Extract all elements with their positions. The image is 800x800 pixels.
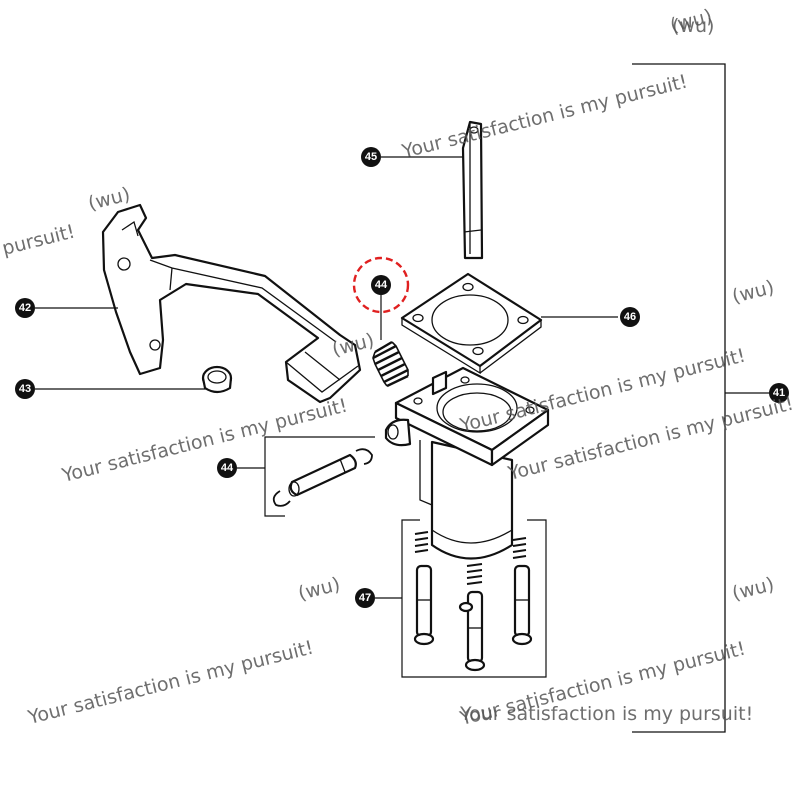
watermark-text: (wu) (730, 276, 776, 308)
part-46-plate (400, 272, 543, 375)
watermark-text: Your satisfaction is my pursuit! (59, 395, 350, 488)
callout-46-label: 46 (624, 311, 636, 323)
callout-45: 45 (361, 147, 381, 167)
bracket-44-lower (264, 436, 375, 517)
callout-42: 42 (15, 298, 35, 318)
callout-41: 41 (769, 383, 789, 403)
callout-44-upper: 44 (371, 275, 391, 295)
callout-43: 43 (15, 379, 35, 399)
callout-44-lower-label: 44 (221, 462, 234, 474)
part-44-pin-and-clips (272, 448, 373, 507)
watermark-text-hidden: Your satisfaction is my pursuit! (459, 703, 753, 725)
part-47-springs-pins (413, 531, 533, 672)
watermark-text: Your satisfaction is my pursuit! (399, 71, 690, 164)
callout-47: 47 (355, 588, 375, 608)
callout-43-label: 43 (19, 383, 31, 395)
bracket-47 (401, 519, 547, 678)
watermark-text: pursuit! (0, 221, 77, 260)
callout-44-lower: 44 (217, 458, 237, 478)
part-41-pump-body (384, 366, 550, 560)
watermark-text: Your satisfaction is my pursuit! (25, 637, 316, 730)
part-42-pedal-lever (101, 203, 362, 404)
callout-44-upper-label: 44 (375, 279, 388, 291)
callout-47-label: 47 (359, 592, 371, 604)
callout-42-label: 42 (19, 302, 31, 314)
callout-41-label: 41 (773, 387, 785, 399)
watermark-text: (wu) (296, 573, 342, 605)
assembly-bracket-41 (632, 63, 726, 733)
part-44-spring (372, 340, 409, 388)
callout-46: 46 (620, 307, 640, 327)
callout-45-label: 45 (365, 151, 377, 163)
part-43-cap (201, 365, 233, 394)
watermark-text-hidden: (wu) (672, 15, 714, 37)
part-45-bar (461, 120, 484, 260)
highlight-circle-44 (352, 256, 410, 314)
watermark-text: (wu) (730, 573, 776, 605)
